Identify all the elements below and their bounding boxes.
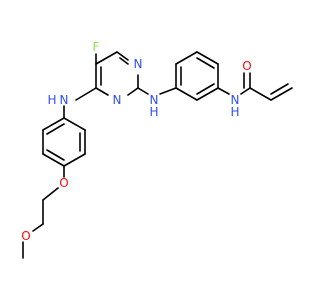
bond <box>42 117 65 131</box>
bond <box>75 87 97 101</box>
bond <box>127 87 139 96</box>
bonds <box>22 51 293 259</box>
bond <box>196 83 215 95</box>
amide-nitrogen-label: N <box>231 93 240 107</box>
bond <box>249 87 272 101</box>
bond <box>196 51 219 65</box>
bond <box>46 123 65 135</box>
bond <box>196 87 219 101</box>
bond <box>196 57 215 69</box>
bond <box>95 51 118 65</box>
bond <box>217 87 230 95</box>
amine-nitrogen-label: N <box>60 93 69 107</box>
bond <box>270 87 293 101</box>
pyrimidine-nitrogen-label: N <box>113 93 122 107</box>
bond <box>63 153 86 167</box>
bond <box>270 83 289 95</box>
bond <box>175 51 198 65</box>
pyrimidine-nitrogen-label: N <box>134 57 143 71</box>
bond <box>46 149 65 161</box>
bond <box>42 187 59 201</box>
carbonyl-oxygen-label: O <box>242 59 251 73</box>
atom-labels: F N N N H N H N H O O O <box>21 40 251 243</box>
amide-hydrogen-label: H <box>230 105 239 119</box>
methyl-ether-oxygen-label: O <box>21 229 30 243</box>
bond <box>159 87 177 95</box>
bond <box>63 117 86 131</box>
fluorine-atom-label: F <box>93 40 100 54</box>
aryl-ether-oxygen-label: O <box>59 176 68 190</box>
bond <box>137 87 149 95</box>
amine-nitrogen-label: N <box>150 93 159 107</box>
amine-hydrogen-label: H <box>149 105 158 119</box>
bond <box>175 87 198 101</box>
bond <box>240 87 251 95</box>
bond <box>116 51 129 61</box>
bond <box>32 223 44 232</box>
bond <box>95 87 109 96</box>
chemical-structure: F N N N H N H N H O O O <box>21 40 293 259</box>
bond <box>42 153 65 167</box>
bond <box>119 57 129 65</box>
amine-hydrogen-label: H <box>47 93 56 107</box>
